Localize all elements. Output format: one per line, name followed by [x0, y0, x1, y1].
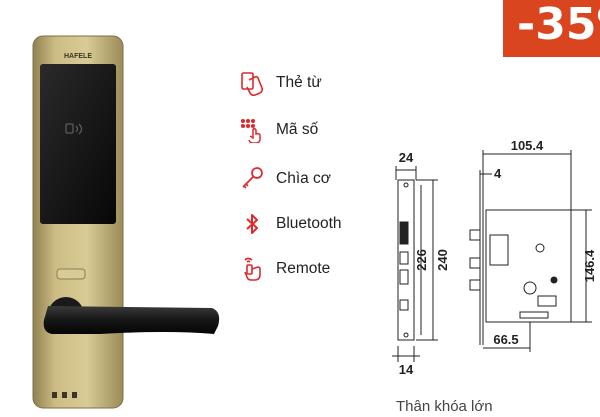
discount-badge: -35%: [503, 0, 600, 57]
feature-remote: Remote: [238, 256, 330, 282]
feature-bluetooth: Bluetooth: [238, 211, 342, 237]
card-hand-icon: [238, 70, 266, 96]
feature-key: Chìa cơ: [238, 166, 331, 192]
dim-24: 24: [399, 150, 414, 165]
dim-4: 4: [494, 166, 502, 181]
door-lock-image: HAFELE: [32, 35, 220, 409]
key-icon: [238, 166, 266, 192]
remote-hand-icon: [238, 256, 266, 282]
keypad-touch-icon: [238, 117, 266, 143]
drawing-caption: Thân khóa lớn: [396, 398, 493, 415]
dim-66-5: 66.5: [493, 332, 518, 347]
dim-240: 240: [435, 249, 450, 271]
dim-14: 14: [399, 362, 414, 377]
lock-body-dimension-drawing: 24 14 226 240 105.4 4 146.4 66.5: [392, 140, 597, 377]
bluetooth-icon: [238, 211, 266, 237]
dim-146-4: 146.4: [582, 249, 597, 282]
feature-card: Thẻ từ: [238, 70, 322, 96]
brand-label: HAFELE: [64, 53, 92, 60]
feature-keypad: Mã số: [238, 117, 318, 143]
dim-226: 226: [414, 249, 429, 271]
card-reader-icon: [65, 123, 82, 135]
dim-105-4: 105.4: [511, 140, 544, 153]
